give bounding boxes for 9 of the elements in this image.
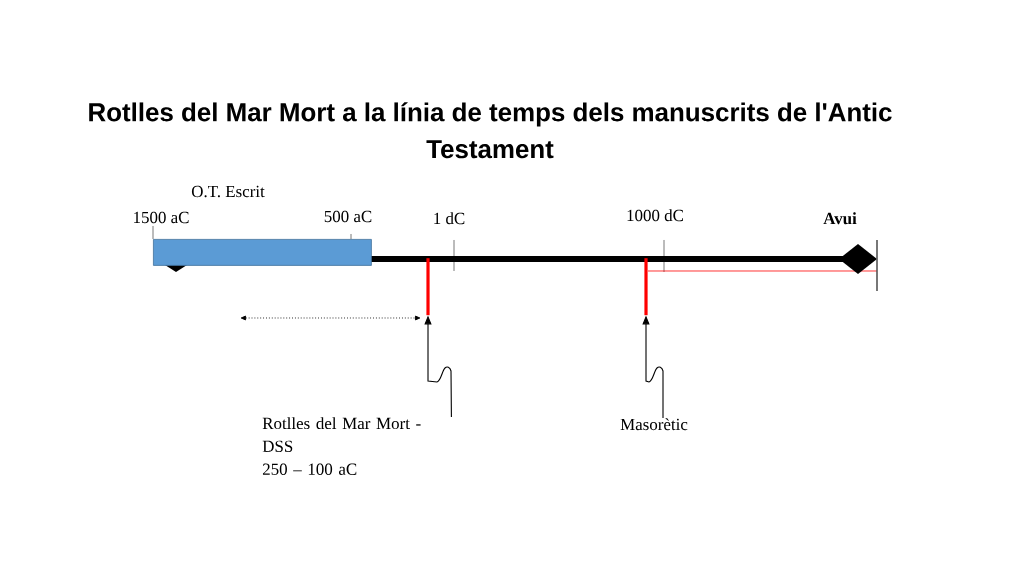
tick-label: 500 aC	[324, 210, 372, 223]
tick-label: 1500 aC	[134, 211, 189, 224]
bar-label: O.T. Escrit	[191, 185, 265, 198]
annotation-text: Rotlles del Mar Mort - DSS 250 – 100 aC	[262, 417, 421, 475]
title: Rotlles del Mar Mort a la línia de temps dels manuscrits de l'Antic Testament	[89, 102, 892, 159]
annotation-text: Masorètic	[620, 418, 688, 431]
tick-label: 1 dC	[434, 212, 465, 225]
tick-label: Avui	[823, 212, 857, 225]
tick-label: 1000 dC	[627, 209, 683, 222]
